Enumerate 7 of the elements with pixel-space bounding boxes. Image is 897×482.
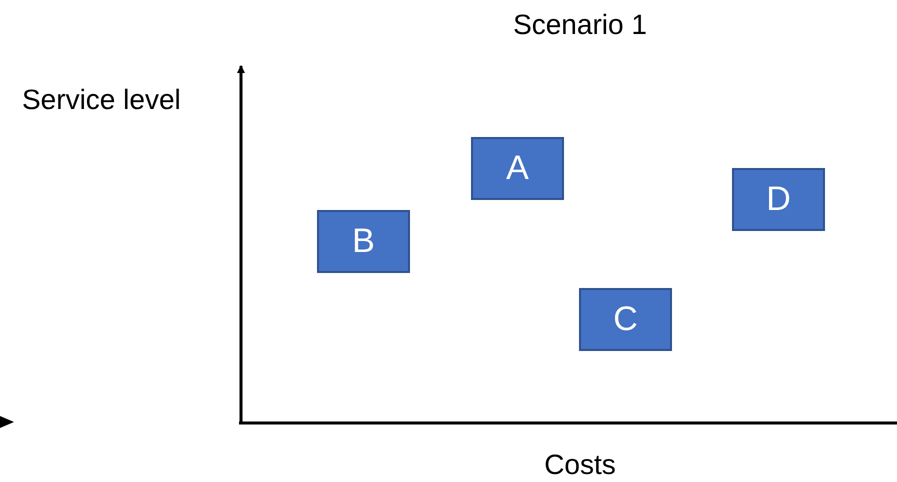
item-box: B (317, 210, 410, 273)
item-box: A (471, 137, 564, 200)
axis-label: Service level (22, 83, 181, 117)
chart-title: Scenario 1 (512, 8, 648, 42)
axis-label: Costs (543, 448, 617, 482)
item-box: D (732, 168, 825, 231)
item-box: C (579, 288, 672, 351)
